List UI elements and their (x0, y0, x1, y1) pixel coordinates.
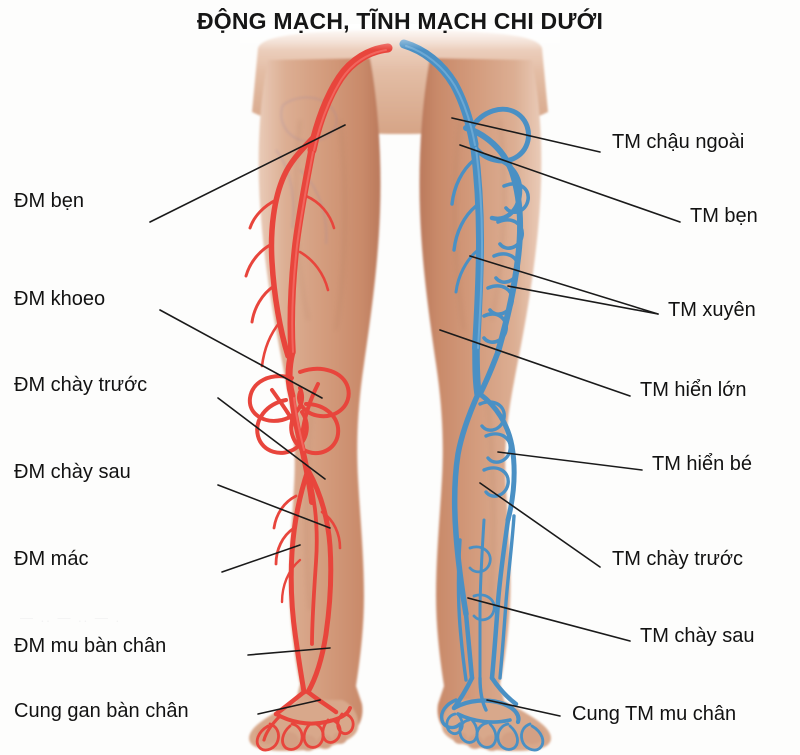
label-dm-chay-sau: ĐM chày sau (14, 461, 131, 483)
label-tm-chau-ngoai: TM chậu ngoài (612, 131, 745, 153)
watermark-text: — .. — .. — . (20, 610, 122, 625)
label-tm-hien-be: TM hiển bé (652, 453, 753, 475)
label-dm-khoeo: ĐM khoeo (14, 288, 106, 310)
label-tm-chay-truoc: TM chày trước (612, 548, 743, 570)
label-tm-ben: TM bẹn (690, 205, 758, 227)
page-title: ĐỘNG MẠCH, TĨNH MẠCH CHI DƯỚI (196, 8, 604, 34)
label-dm-ben: ĐM bẹn (14, 190, 85, 212)
label-cung-gan-ban-chan: Cung gan bàn chân (14, 700, 189, 722)
label-dm-mu-ban-chan: ĐM mu bàn chân (14, 635, 167, 657)
label-dm-mac: ĐM mác (14, 548, 89, 570)
label-cung-tm-mu-chan: Cung TM mu chân (572, 703, 737, 725)
label-tm-chay-sau: TM chày sau (640, 625, 755, 647)
label-tm-xuyen: TM xuyên (668, 299, 756, 321)
label-tm-hien-lon: TM hiển lớn (640, 379, 747, 401)
label-dm-chay-truoc: ĐM chày trước (14, 374, 148, 396)
